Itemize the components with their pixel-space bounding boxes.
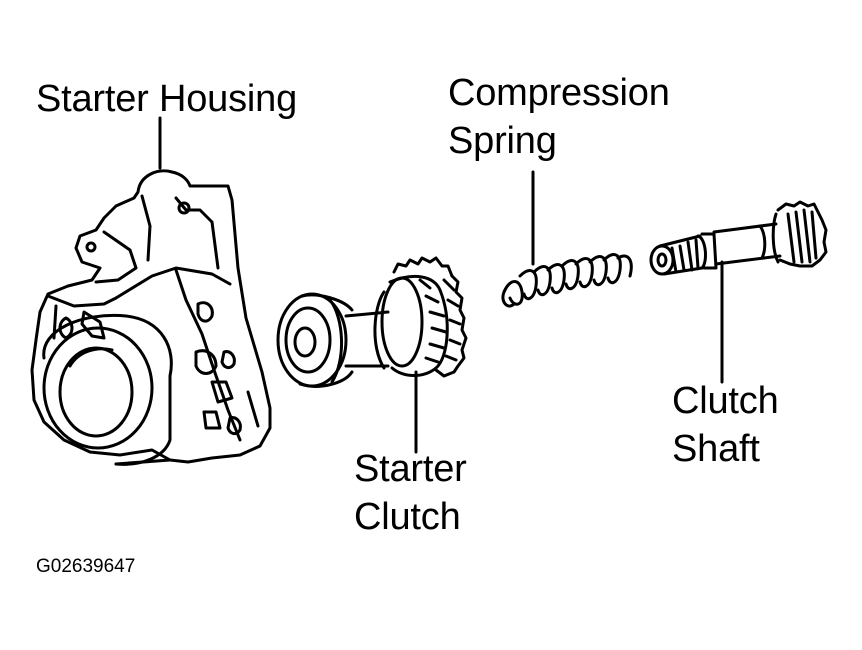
- starter-clutch-part: [276, 256, 468, 454]
- compression-spring-label-line1: Compression: [448, 72, 670, 114]
- clutch-shaft-label-line1: Clutch: [672, 380, 779, 422]
- starter-housing-part: [30, 116, 272, 466]
- compression-spring-part: [501, 170, 633, 308]
- clutch-shaft-label-line2: Shaft: [672, 428, 760, 470]
- starter-clutch-label-line1: Starter: [354, 448, 467, 490]
- compression-spring-label-line2: Spring: [448, 120, 557, 162]
- figure-code: G02639647: [36, 556, 136, 577]
- starter-clutch-label-line2: Clutch: [354, 496, 461, 538]
- starter-housing-label: Starter Housing: [36, 78, 298, 120]
- clutch-shaft-part: [649, 200, 828, 384]
